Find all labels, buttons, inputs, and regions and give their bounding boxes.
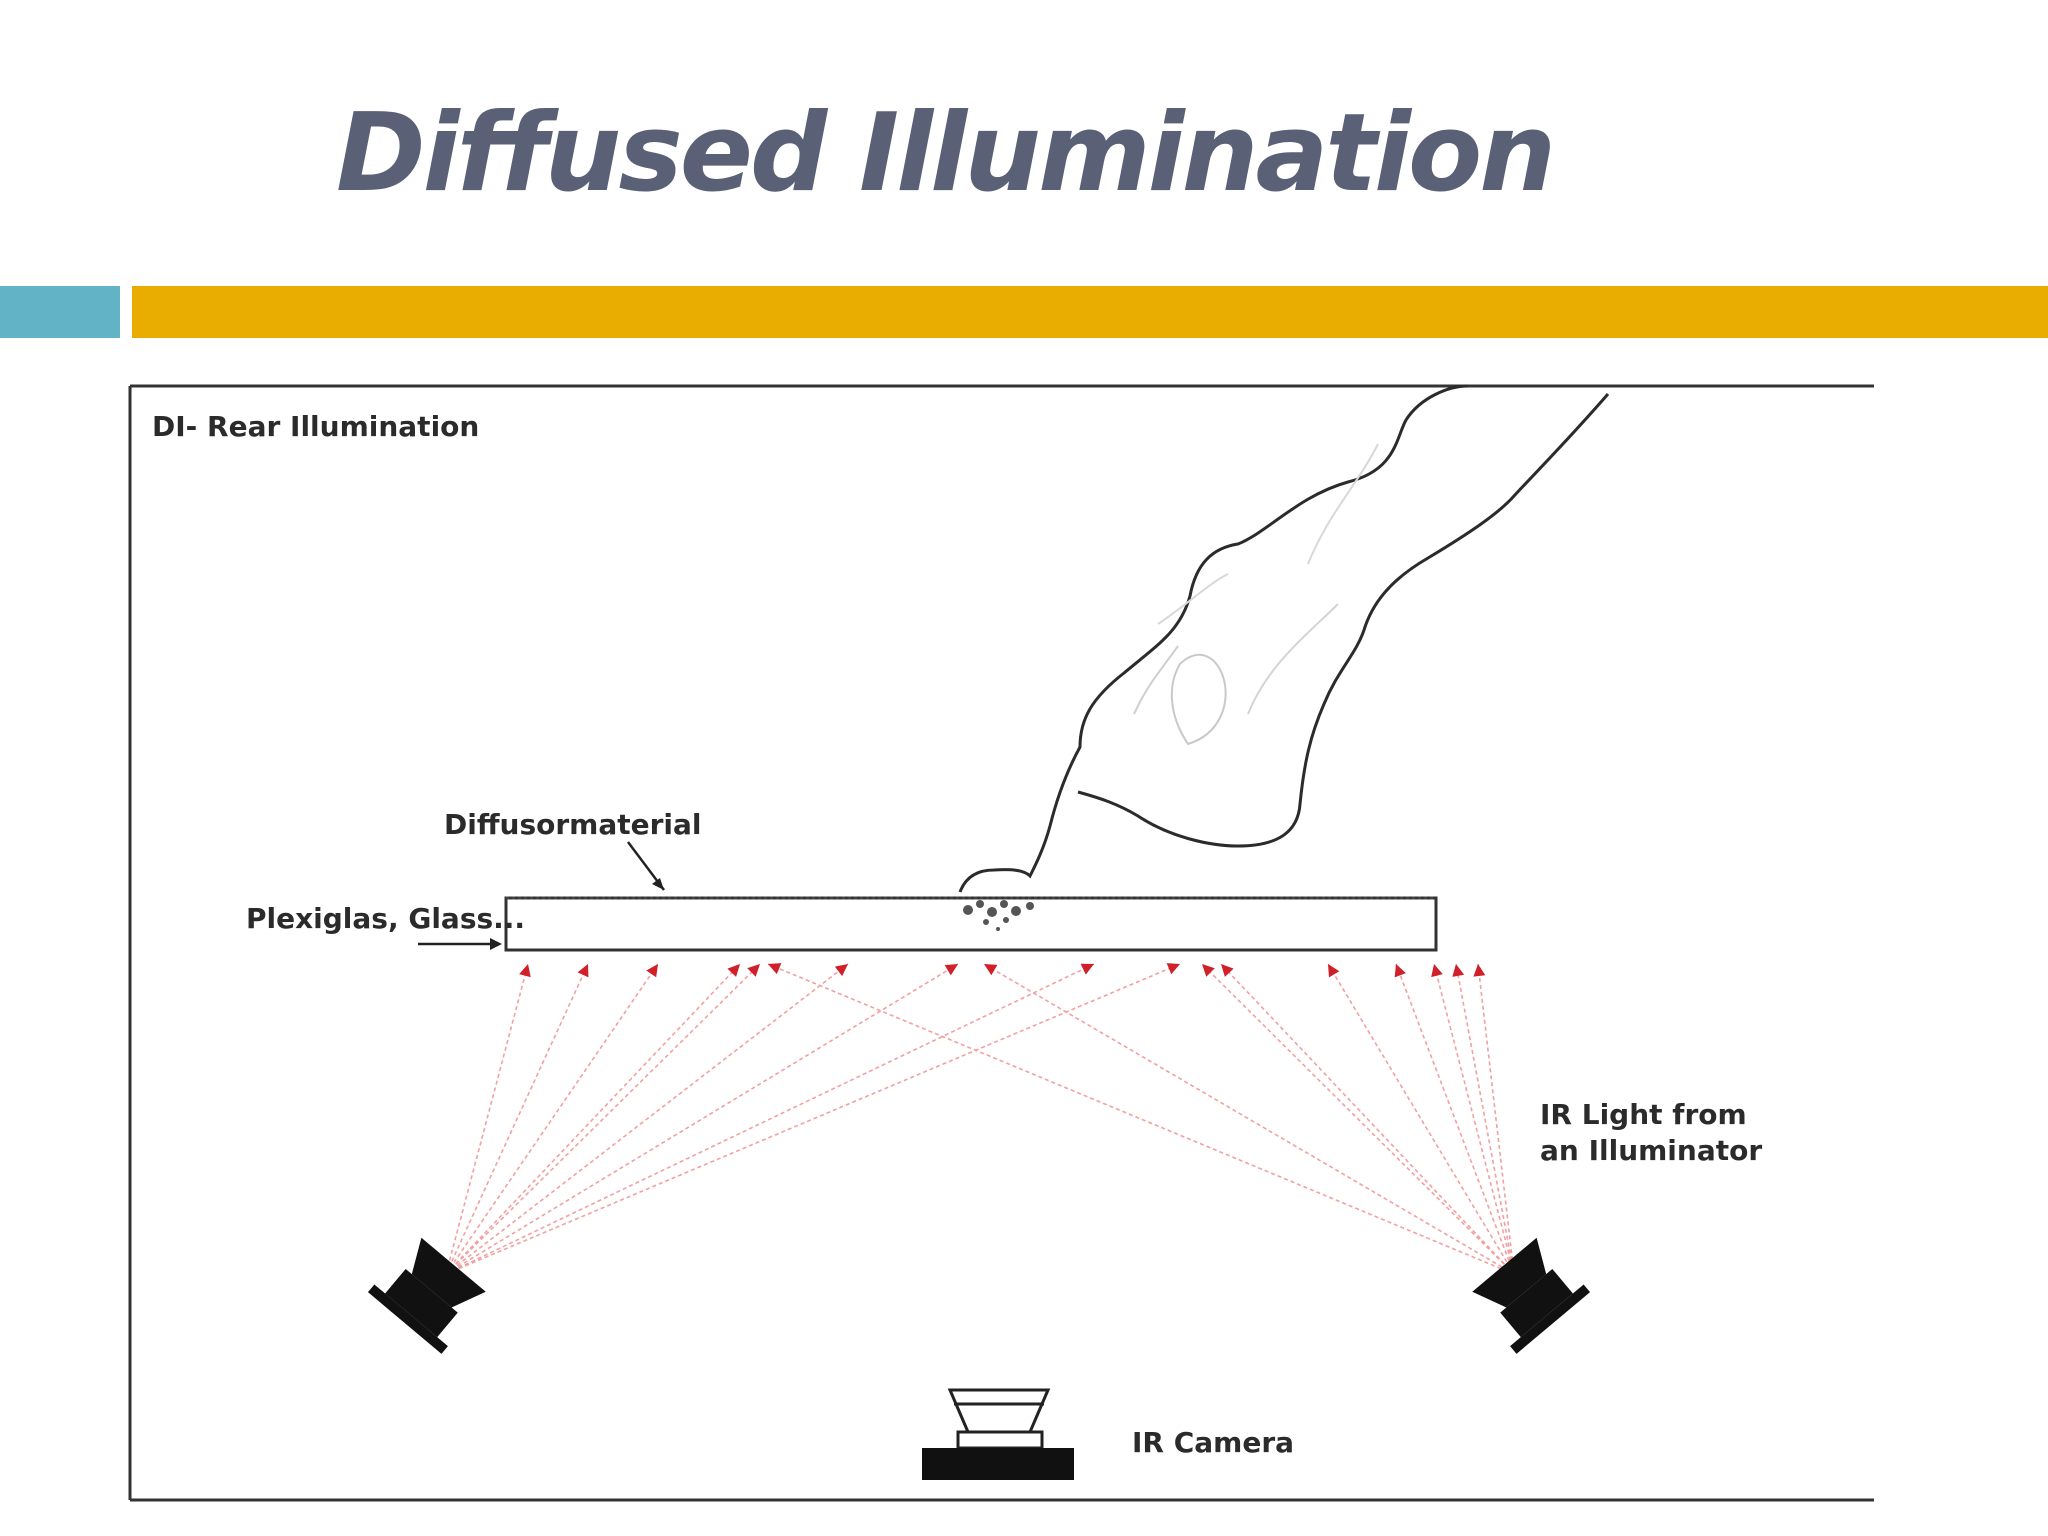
left-ray-arrowhead [577,964,589,978]
left-ir-ray [445,963,761,1275]
glass-pointer-head [490,938,502,950]
diagram-caption: DI- Rear Illumination [152,410,479,443]
right-ray-arrowhead [1328,964,1340,978]
slide-title: Diffused Illumination [336,91,1556,216]
right-ir-ray [1433,963,1515,1275]
right-ir-ray [1455,963,1515,1275]
left-ray-arrowhead [1166,963,1180,975]
right-ir-ray [1395,963,1515,1275]
right-ray-arrowhead [1431,964,1443,978]
right-ray-arrowhead [1473,964,1486,977]
left-illuminator-icon [367,1237,486,1354]
right-ray-arrowhead [1202,964,1215,977]
right-ir-ray [767,963,1515,1275]
left-ir-ray [445,963,1095,1275]
ir-light-label-line1: IR Light from [1540,1098,1747,1131]
accent-band-gold [132,286,2048,338]
right-ir-ray [1327,963,1515,1275]
right-ir-ray [983,963,1515,1275]
right-ray-arrowhead [768,963,782,975]
left-ray-arrowhead [944,964,958,976]
hand-illustration [958,384,1610,893]
right-ray-arrowhead [984,964,998,976]
right-ray-arrowhead [1452,964,1465,977]
ir-camera-icon [922,1388,1074,1480]
left-ray-arrowhead [747,964,760,977]
ray-arrowheads [519,963,1486,978]
left-ir-ray [445,963,1181,1275]
left-ray-arrowhead [834,964,848,977]
left-ir-ray [445,963,849,1275]
touch-point [963,900,1034,931]
left-ir-ray [445,963,529,1275]
diffuser-label: Diffusormaterial [444,808,702,841]
right-ray-arrowhead [1394,964,1406,978]
diagram-svg: DI- Rear Illumination Diffusormateria [128,384,1874,1502]
left-ir-ray [445,963,589,1275]
diffuser-pointer-head [652,878,664,890]
left-ir-ray [445,963,741,1275]
left-ray-arrowhead [519,964,531,978]
left-ray-arrowhead [1080,963,1094,975]
left-ir-ray [445,963,959,1275]
right-ray-arrowhead [1221,964,1234,977]
glass-panel [504,896,1438,952]
right-ir-ray [1220,963,1515,1275]
di-diagram: DI- Rear Illumination Diffusormateria [128,384,1874,1502]
ir-light-label-line2: an Illuminator [1540,1134,1762,1167]
left-ray-arrowhead [646,964,658,978]
right-ir-ray [1477,963,1515,1275]
left-ray-arrowhead [727,964,740,977]
left-ir-ray [445,963,659,1275]
glass-label: Plexiglas, Glass... [246,902,525,935]
accent-band-teal [0,286,120,338]
ir-rays [445,963,1515,1275]
right-illuminator-icon [1472,1237,1591,1354]
ir-camera-label: IR Camera [1132,1426,1294,1459]
right-ir-ray [1201,963,1515,1275]
